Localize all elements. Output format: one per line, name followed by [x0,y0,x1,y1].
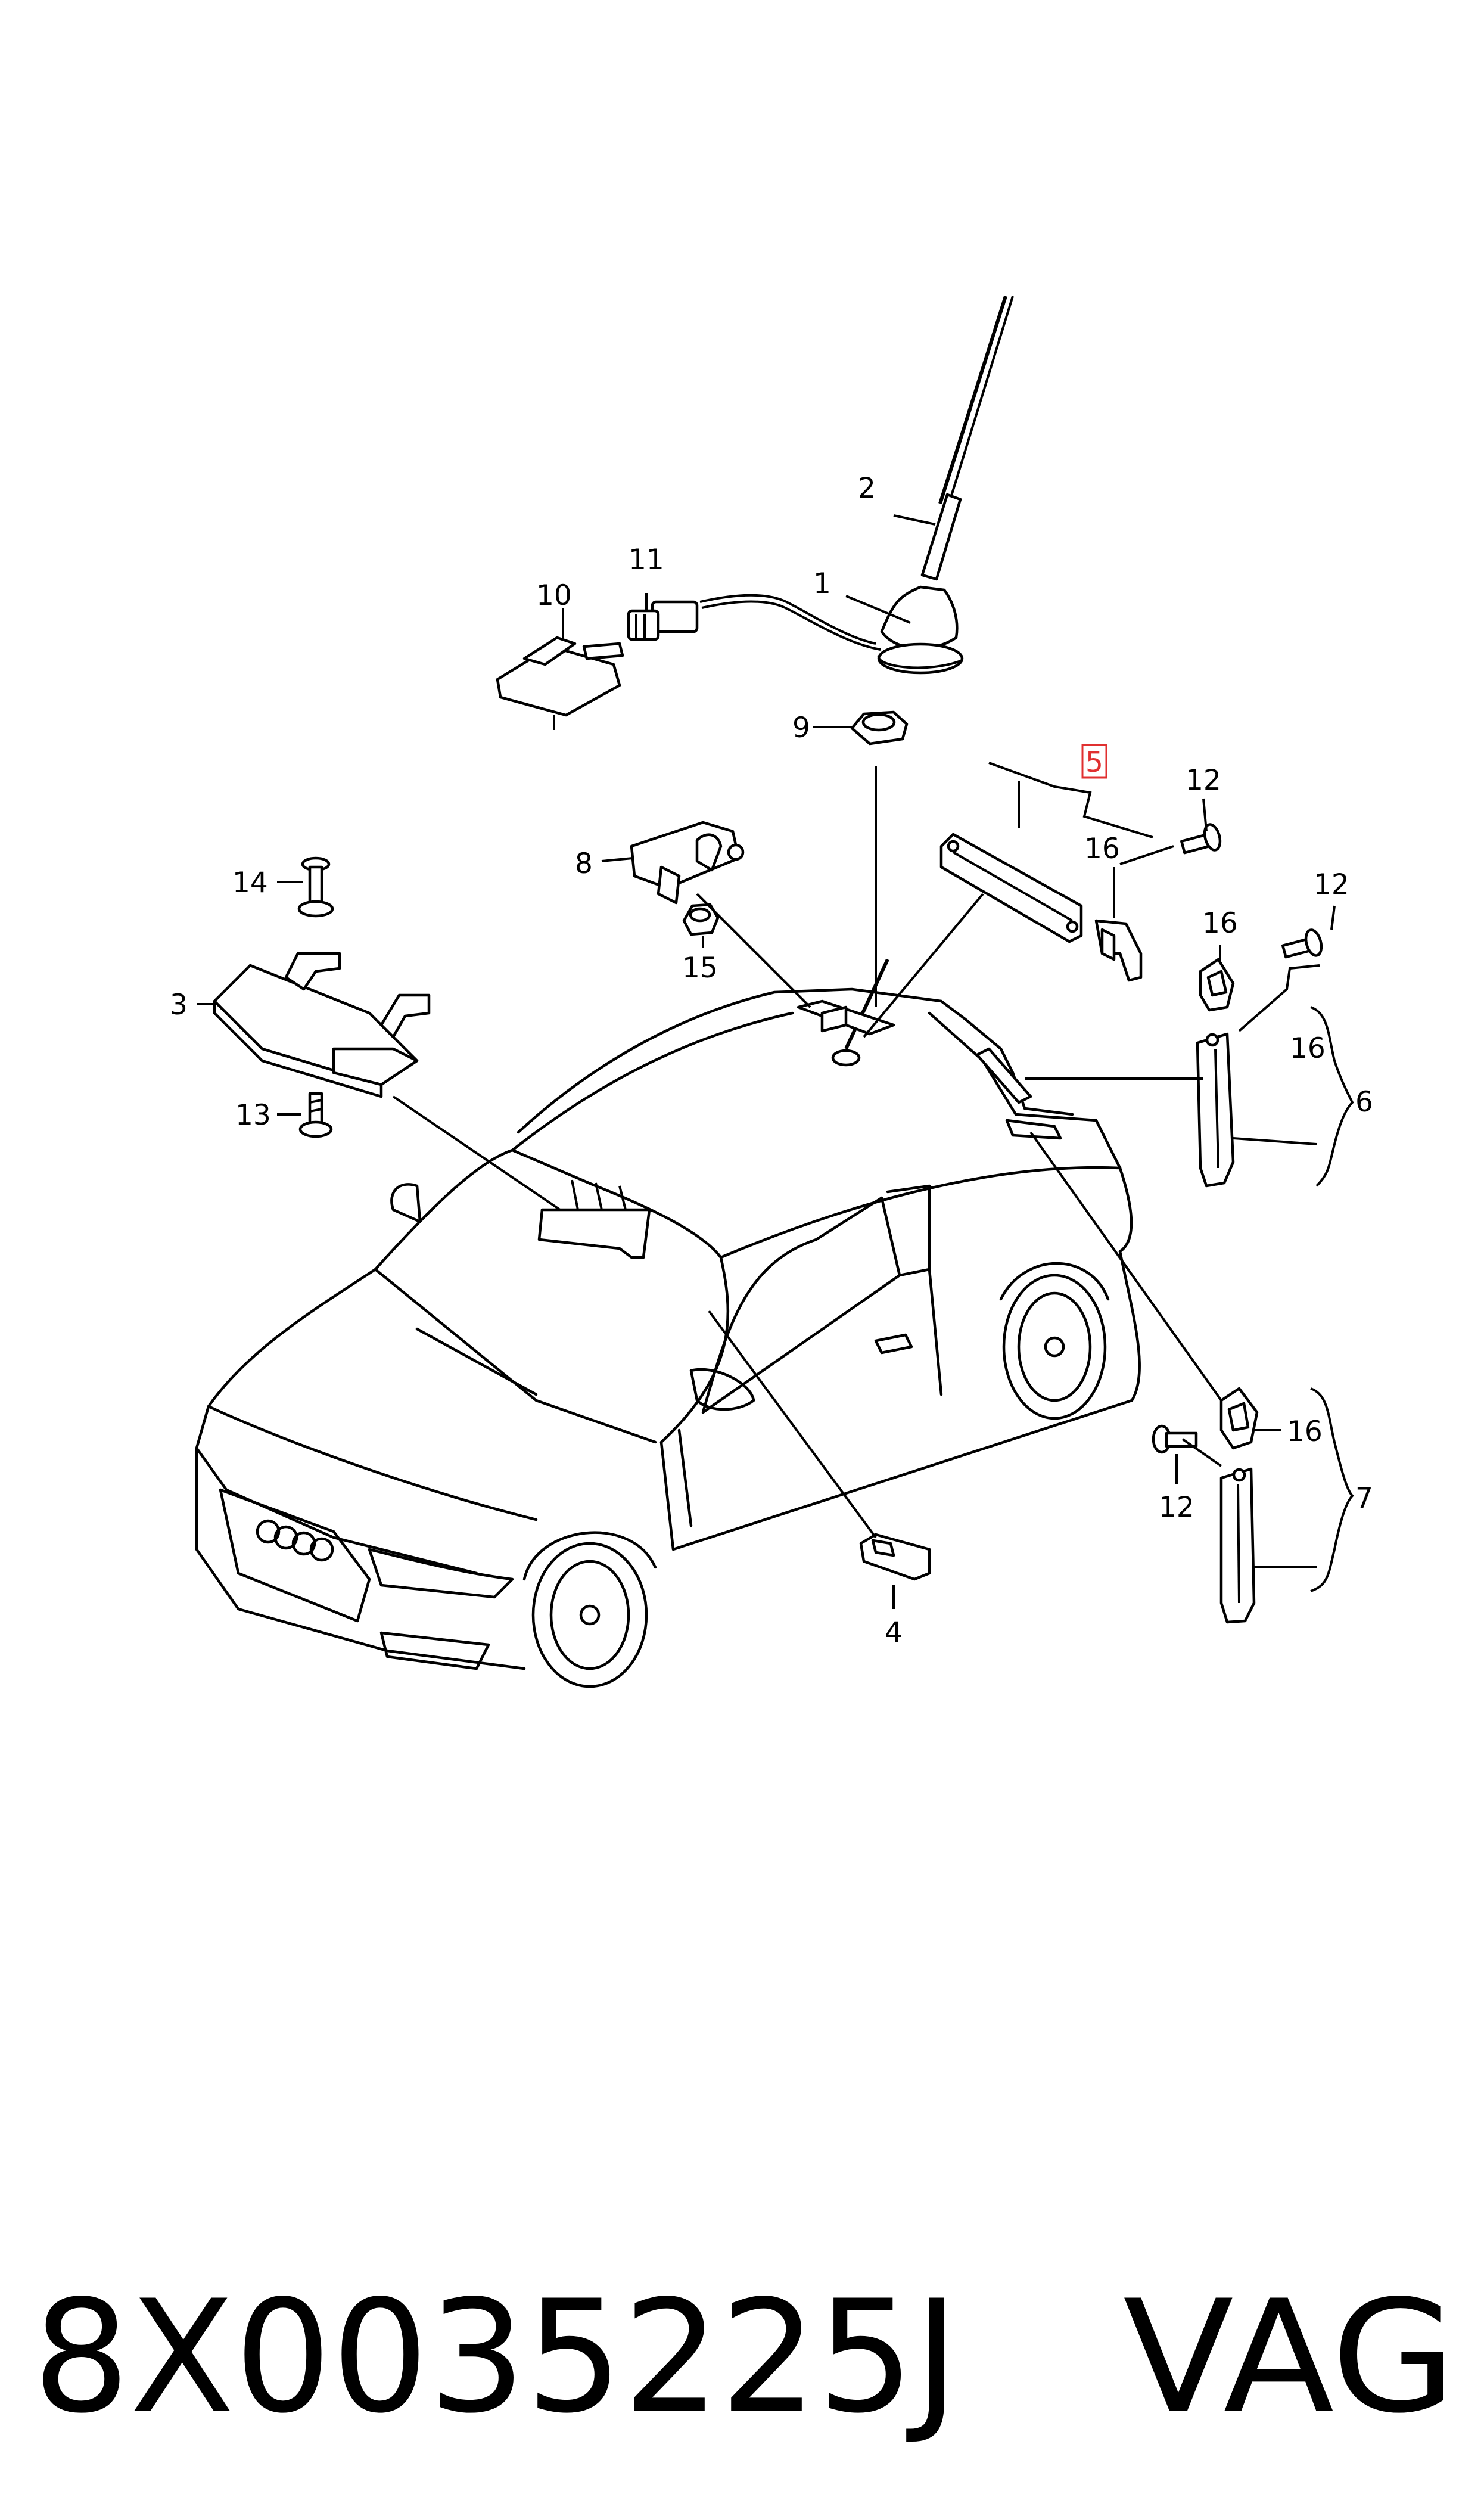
module-part-3 [213,952,431,1098]
screw-part-12c [1152,1424,1198,1454]
nut-part-9 [850,710,909,746]
callout-16d: 16 [1287,1415,1323,1448]
callout-16a: 16 [1084,833,1120,865]
callout-8: 8 [575,847,593,880]
callout-12a: 12 [1186,764,1221,797]
part-number: 8X0035225J [33,2268,959,2447]
leader-lines [197,514,1354,1609]
antenna-strip-part-5 [939,833,1083,943]
callout-1: 1 [813,567,831,600]
nut-part-15 [682,903,720,936]
callout-6: 6 [1355,1086,1373,1119]
amplifier-part-8 [630,821,745,905]
callout-9: 9 [792,712,810,744]
car-rear-window-antennas [975,1047,1062,1140]
callout-16b: 16 [1202,907,1238,940]
callout-5-highlight [1081,744,1107,779]
callout-16c: 16 [1290,1032,1326,1065]
callout-labels: 1 2 3 4 5 6 7 8 9 10 11 12 12 12 13 14 1… [170,472,1373,1649]
car-body-outline [195,987,1141,1688]
antenna-base-part [877,585,964,675]
bracket-part-10 [496,636,624,730]
clip-part-16c [1219,1387,1259,1450]
clip-part-16b [1199,958,1235,1012]
callout-12c: 12 [1159,1491,1194,1524]
antenna-part-6 [1196,1032,1235,1188]
callout-15: 15 [682,952,718,984]
clip-part-16a [1094,919,1143,982]
callout-3: 3 [170,989,188,1021]
screw-part-12b [1281,928,1323,959]
screw-part-14 [297,856,334,918]
callout-12b: 12 [1314,868,1349,901]
callout-14: 14 [232,866,268,899]
callout-4: 4 [885,1616,903,1649]
antenna-cable-part [627,594,881,651]
callout-7: 7 [1355,1482,1373,1515]
callout-5: 5 [1085,746,1103,779]
callout-13: 13 [235,1099,271,1132]
car-windshield-module [537,1179,651,1259]
antenna-part-7 [1219,1467,1256,1624]
brand-label: VAG [1123,2268,1457,2447]
callout-10: 10 [536,579,572,612]
tag-part-4 [859,1533,931,1581]
callout-11: 11 [629,543,664,576]
screw-part-13 [298,1092,333,1138]
callout-2: 2 [858,472,876,505]
car-roof-antenna [797,958,895,1067]
antenna-rod-part [920,296,1014,581]
screw-part-12a [1180,823,1222,855]
